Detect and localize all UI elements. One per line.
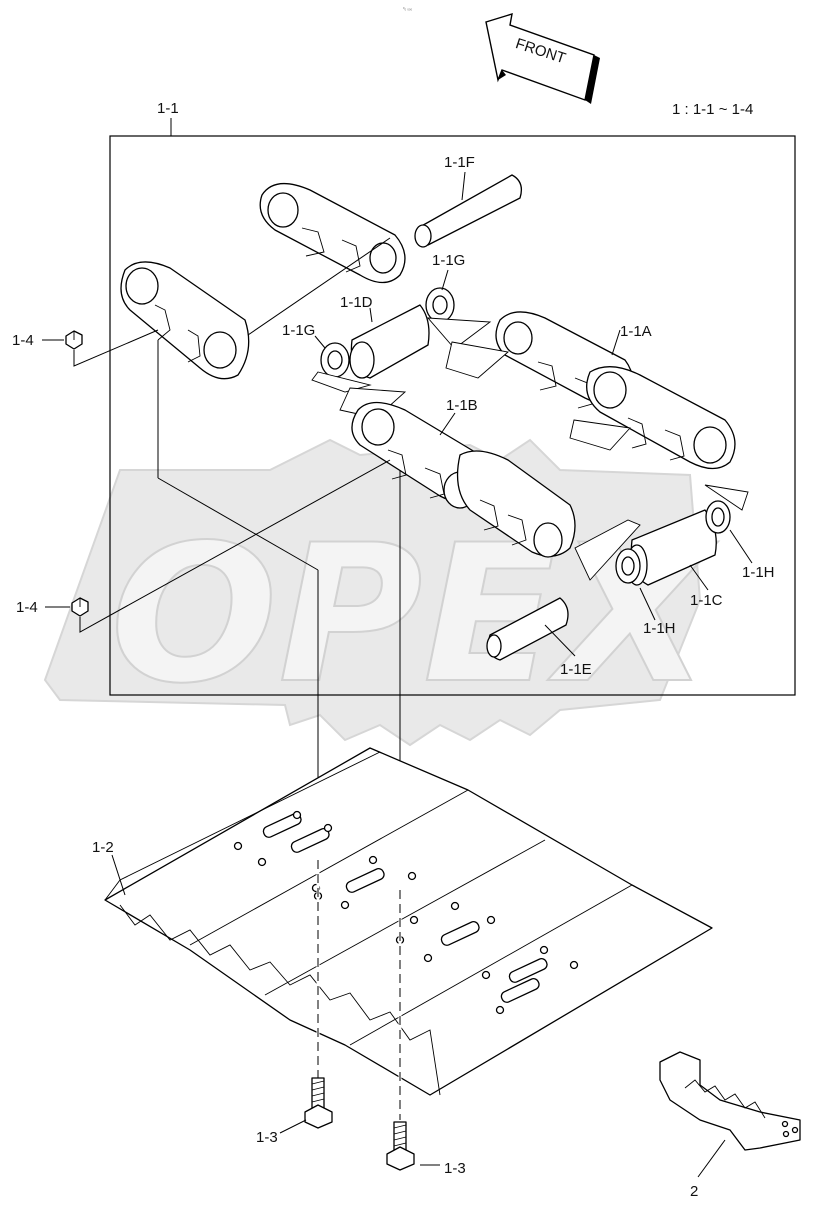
link-upper-center bbox=[259, 183, 406, 284]
track-guard bbox=[659, 1051, 801, 1151]
pin-1-1F bbox=[414, 174, 523, 248]
label-1-1E: 1-1E bbox=[560, 661, 592, 678]
front-arrow-icon: FRONT bbox=[485, 12, 600, 104]
label-1-1B: 1-1B bbox=[446, 397, 478, 414]
callout-leaders bbox=[42, 171, 753, 1178]
label-1-1H-right: 1-1H bbox=[742, 564, 775, 581]
bolt-left-icon bbox=[304, 1077, 333, 1129]
label-1-1G-top: 1-1G bbox=[432, 252, 465, 269]
seal-ring-1-1H-right bbox=[705, 500, 731, 534]
group-label: 1-1 bbox=[157, 100, 179, 117]
bolt-right-icon bbox=[386, 1121, 415, 1171]
label-1-2: 1-2 bbox=[92, 839, 114, 856]
label-1-1F: 1-1F bbox=[444, 154, 475, 171]
label-1-3-left: 1-3 bbox=[256, 1129, 278, 1146]
pin-1-1E bbox=[486, 597, 569, 661]
label-1-1H-left: 1-1H bbox=[643, 620, 676, 637]
watermark: OPEX bbox=[43, 438, 720, 747]
label-1-1D: 1-1D bbox=[340, 294, 373, 311]
link-right-front bbox=[586, 366, 736, 470]
kit-note: 1 : 1-1 ~ 1-4 bbox=[672, 101, 753, 118]
label-1-1A: 1-1A bbox=[620, 323, 652, 340]
track-shoes bbox=[104, 747, 713, 1096]
label-1-3-right: 1-3 bbox=[444, 1160, 466, 1177]
label-2: 2 bbox=[690, 1183, 698, 1200]
assembly-box bbox=[109, 135, 796, 696]
nut-top-icon bbox=[65, 330, 83, 350]
seal-ring-1-1H-left bbox=[615, 548, 641, 584]
label-1-1C: 1-1C bbox=[690, 592, 723, 609]
link-center-left bbox=[351, 401, 487, 509]
link-center-right bbox=[456, 450, 576, 558]
bushing-1-1D bbox=[349, 304, 430, 379]
label-1-1G-left: 1-1G bbox=[282, 322, 315, 339]
label-1-4-bottom: 1-4 bbox=[16, 599, 38, 616]
link-upper-left bbox=[120, 261, 250, 380]
bolt-holes bbox=[233, 810, 579, 1015]
nut-bottom-icon bbox=[71, 597, 89, 617]
corner-mark: º₀ ₀₀₀ bbox=[403, 6, 413, 11]
seal-ring-left bbox=[320, 342, 350, 378]
seal-ring-top bbox=[425, 287, 455, 323]
label-1-4-top: 1-4 bbox=[12, 332, 34, 349]
